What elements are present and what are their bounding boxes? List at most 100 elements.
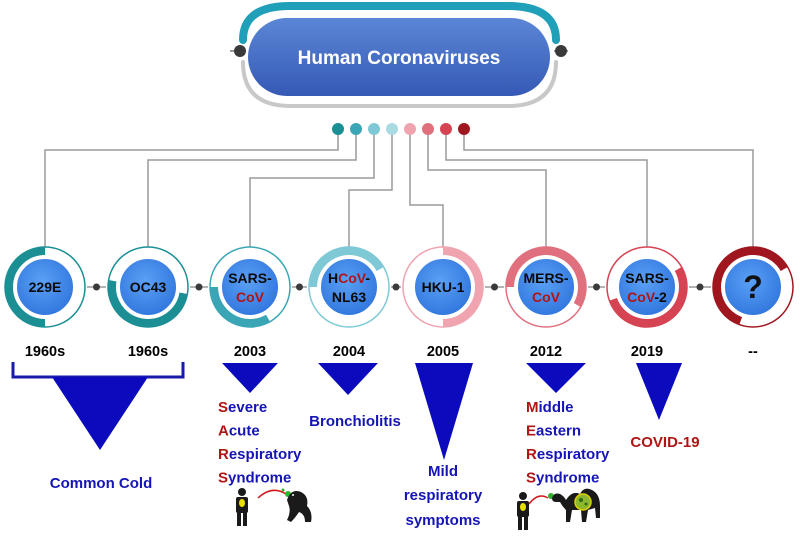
connector-line [249, 129, 375, 247]
virus-name-line-2: NL63 [332, 289, 366, 305]
node-accent-arc [713, 247, 788, 325]
virus-name-line-2: CoV [532, 289, 561, 305]
connector-dot [332, 123, 344, 135]
covid-arrow [636, 363, 682, 420]
node-accent-arc [609, 267, 687, 327]
connector-line [348, 129, 393, 247]
bronchiolitis-label: Bronchiolitis [309, 413, 401, 430]
covid-label: COVID-19 [630, 434, 699, 451]
mers-acronym-line: Respiratory [526, 446, 610, 463]
node-accent-arc [506, 247, 586, 307]
title-right-dot [555, 45, 567, 57]
sars-acronym-line: Respiratory [218, 446, 302, 463]
baseline-dot [696, 283, 704, 291]
mild-line-3: symptoms [405, 512, 480, 529]
title-bottom-arc [241, 60, 558, 108]
connector-dot [458, 123, 470, 135]
mers-acronym-line: Eastern [526, 423, 581, 440]
connector-dot [440, 123, 452, 135]
node-disc [118, 257, 178, 317]
connector-lines [44, 123, 754, 247]
virus-node-8: ? -- [712, 246, 794, 360]
virus-name-line-1: 229E [29, 279, 62, 295]
bronchiolitis-description: Bronchiolitis [309, 363, 401, 430]
mild-line-2: respiratory [404, 487, 483, 504]
sars-acronym-line: Syndrome [218, 470, 291, 487]
virus-name-line-1: OC43 [130, 279, 167, 295]
covid-description: COVID-19 [630, 363, 700, 451]
baseline-dot [296, 283, 303, 291]
node-disc [413, 257, 473, 317]
bronchiolitis-arrow [318, 363, 378, 395]
year-label: 2005 [427, 344, 459, 360]
year-label: 1960s [128, 344, 168, 360]
virus-name-line-1: SARS- [228, 270, 272, 286]
node-accent-arc [442, 247, 483, 327]
sneeze-icon [528, 493, 554, 505]
title-top-arc [239, 1, 560, 44]
timeline-baseline [87, 283, 711, 291]
virus-node-5: HKU-1 2005 [402, 246, 484, 360]
civet-icon [287, 491, 312, 522]
sars-acronym-line: Acute [218, 423, 260, 440]
sneeze-icon [257, 488, 291, 499]
connector-line [44, 129, 339, 247]
title-pill [248, 18, 550, 96]
virus-name-line-1: MERS- [523, 270, 568, 286]
node-disc [319, 257, 379, 317]
connector-line [463, 129, 754, 247]
common-cold-bracket [11, 362, 185, 379]
mild-line-1: Mild [428, 463, 458, 480]
page-title: Human Coronaviruses [298, 48, 501, 69]
node-disc [617, 257, 677, 317]
camel-icon [552, 488, 600, 522]
human-icon [517, 492, 529, 530]
mild-description: Mild respiratory symptoms [404, 363, 483, 529]
connector-dot [368, 123, 380, 135]
mers-arrow [526, 363, 586, 393]
year-label: 2004 [333, 344, 365, 360]
virus-node-2: OC43 1960s [107, 246, 189, 360]
virus-name-line-1: SARS- [625, 270, 669, 286]
year-label: 2003 [234, 344, 266, 360]
virus-name-line-2: CoV [236, 289, 265, 305]
mers-acronym-line: Middle [526, 399, 574, 416]
baseline-dot [593, 283, 600, 291]
sars-arrow [222, 363, 278, 393]
connector-dot [386, 123, 398, 135]
mild-arrow [415, 363, 473, 460]
virus-nodes: 229E 1960s OC43 1960s SARS- CoV 2003 HCoV- NL63 2… [4, 246, 794, 360]
virus-node-4: HCoV- NL63 2004 [308, 246, 390, 360]
sars-acronym-line: Severe [218, 399, 267, 416]
common-cold-label: Common Cold [50, 475, 153, 492]
node-accent-arc [309, 247, 384, 288]
year-label: -- [748, 344, 758, 360]
baseline-dot [491, 283, 498, 291]
title-left-dot [234, 45, 246, 57]
baseline-dot [392, 283, 400, 291]
mers-acronym-line: Syndrome [526, 470, 599, 487]
unknown-virus-label: ? [743, 269, 763, 305]
virus-name-line-1: HKU-1 [422, 279, 465, 295]
baseline-dot [93, 283, 100, 291]
virus-node-3: SARS- CoV 2003 [209, 246, 291, 360]
common-cold-group: Common Cold [11, 362, 185, 492]
connector-dot [404, 123, 416, 135]
node-accent-arc [210, 286, 270, 327]
baseline-dot [195, 283, 203, 291]
virus-node-1: 229E 1960s [4, 246, 86, 360]
connector-line [445, 129, 648, 247]
year-label: 2012 [530, 344, 562, 360]
common-cold-arrow [52, 377, 148, 450]
virus-name-line-1: HCoV- [328, 270, 370, 286]
year-label: 1960s [25, 344, 65, 360]
title-banner: Human Coronaviruses [230, 1, 568, 108]
node-accent-arc [5, 247, 46, 327]
node-disc [723, 257, 783, 317]
node-accent-arc [108, 280, 188, 327]
connector-line [147, 129, 357, 247]
